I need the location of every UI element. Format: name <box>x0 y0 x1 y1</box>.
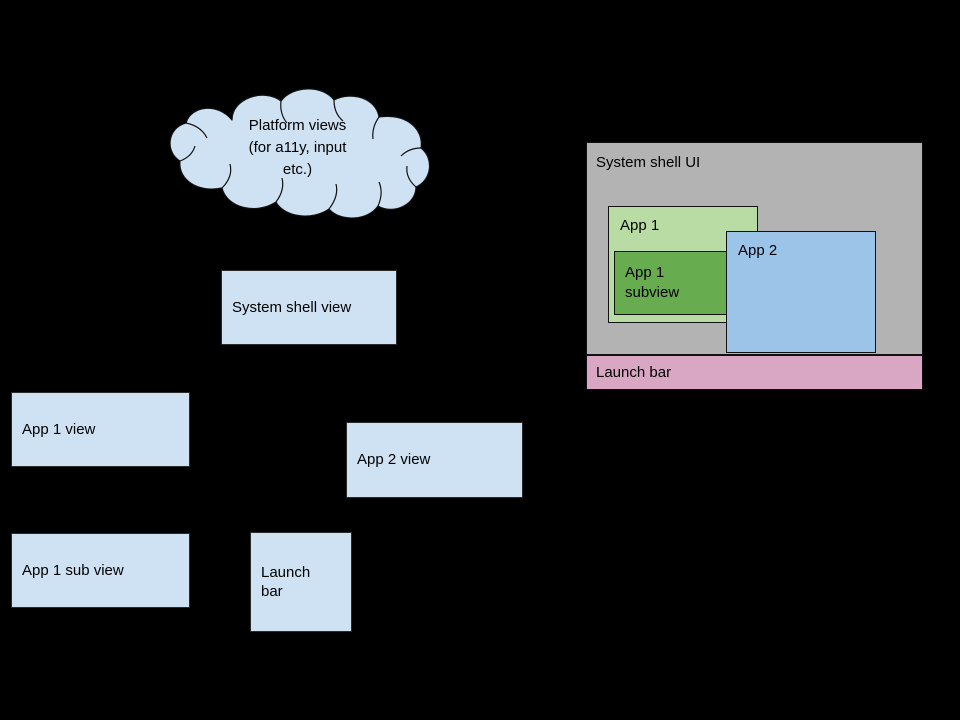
platform-views-cloud[interactable]: Platform views (for a11y, input etc.) <box>160 84 435 220</box>
app-2-window-title: App 2 <box>738 242 778 259</box>
launch-bar-view-label: Launch bar <box>261 563 311 601</box>
launch-bar-ui-label: Launch bar <box>596 364 672 381</box>
system-shell-view-box[interactable]: System shell view <box>221 270 397 345</box>
system-shell-view-label: System shell view <box>232 298 352 316</box>
app-2-view-label: App 2 view <box>357 451 431 469</box>
app-1-view-box[interactable]: App 1 view <box>11 392 190 467</box>
launch-bar-view-box[interactable]: Launch bar <box>250 532 352 632</box>
platform-views-label: Platform views (for a11y, input etc.) <box>248 117 347 178</box>
app-2-view-box[interactable]: App 2 view <box>346 422 523 498</box>
system-shell-ui-title: System shell UI <box>596 154 701 171</box>
launch-bar-ui[interactable]: Launch bar <box>586 355 923 390</box>
app-1-sub-view-box[interactable]: App 1 sub view <box>11 533 190 608</box>
app-1-window-title: App 1 <box>620 217 660 234</box>
app-2-window[interactable]: App 2 <box>726 231 876 353</box>
app-1-sub-view-label: App 1 sub view <box>22 561 124 579</box>
app-1-view-label: App 1 view <box>22 420 96 438</box>
app-1-subview-label: App 1 subview <box>625 263 680 301</box>
cloud-shape-icon <box>169 88 430 219</box>
app-1-subview-window[interactable]: App 1 subview <box>614 251 732 315</box>
